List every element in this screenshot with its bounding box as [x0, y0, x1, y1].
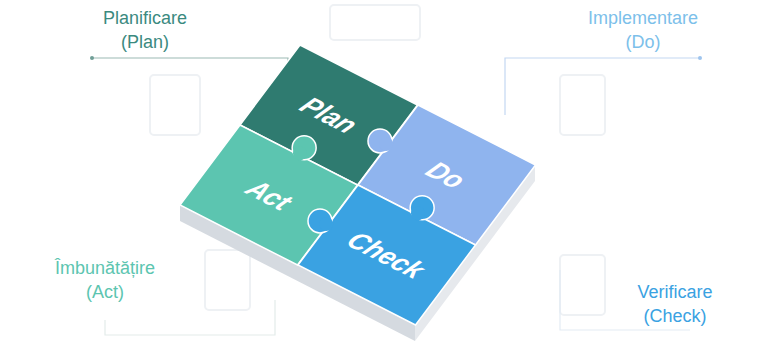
faint-document-icon — [205, 250, 250, 310]
puzzle-piece: Check — [278, 165, 496, 345]
puzzle-tab-neck — [410, 206, 424, 220]
faint-checklist-icon — [560, 255, 605, 315]
puzzle-tab-neck — [293, 146, 307, 160]
faint-calendar-icon — [150, 75, 200, 135]
leader-dot — [698, 56, 702, 60]
puzzle-tab-neck — [379, 137, 393, 151]
leader-line — [505, 58, 700, 115]
piece-outline — [298, 185, 476, 325]
faint-document-icon — [560, 75, 605, 135]
faint-icon — [330, 5, 420, 40]
leader-dot — [90, 56, 94, 60]
phase-caption: Îmbunătățire (Act) — [40, 256, 170, 304]
puzzle-tab — [292, 136, 316, 160]
phase-caption: Verificare (Check) — [610, 280, 740, 328]
leader-line — [92, 58, 288, 100]
puzzle-tab-neck — [319, 217, 333, 231]
puzzle-tab — [410, 196, 434, 220]
phase-caption: Planificare (Plan) — [80, 6, 210, 54]
phase-caption: Implementare (Do) — [578, 6, 708, 54]
leader-line — [105, 300, 275, 335]
